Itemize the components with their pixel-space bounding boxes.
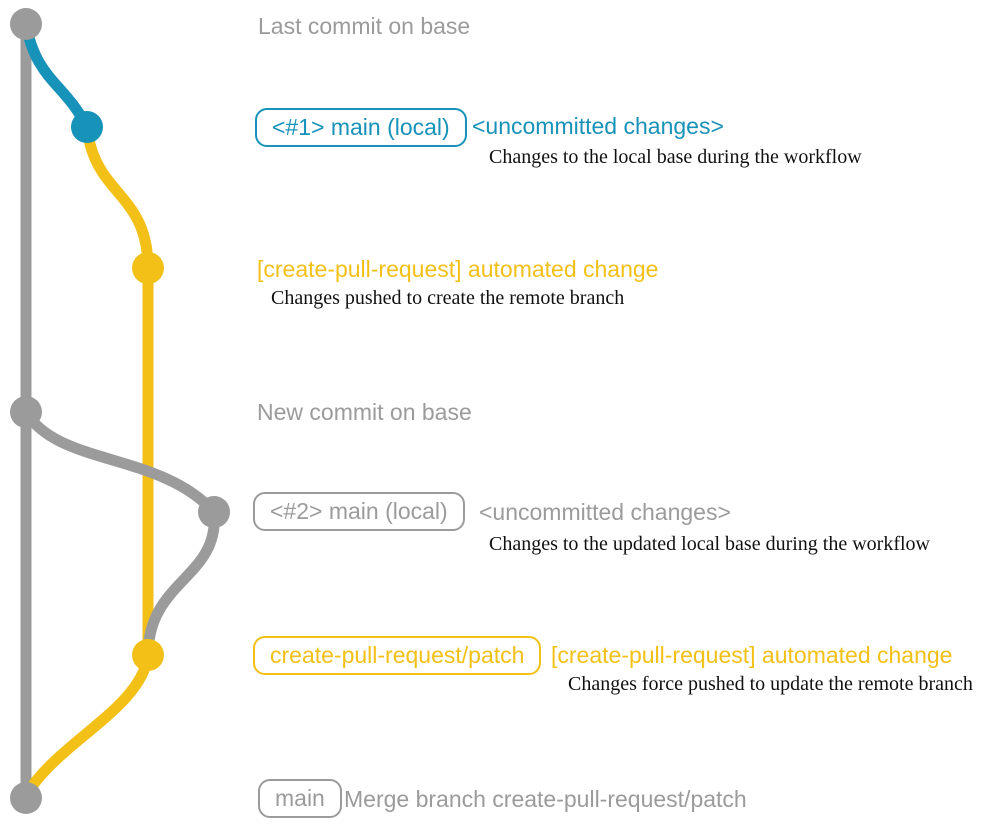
annotation-last-commit-on-base: Last commit on base xyxy=(258,13,471,39)
git-graph xyxy=(10,8,230,814)
annotation-new-commit-on-base: New commit on base xyxy=(257,399,472,425)
branch-badge-create-pull-request-patch: create-pull-request/patch xyxy=(253,636,542,675)
description-force-push-update-remote: Changes force pushed to update the remot… xyxy=(568,673,973,695)
commit-message-automated-change-2: [create-pull-request] automated change xyxy=(551,642,953,668)
commit-node-last-commit-on-base xyxy=(10,8,42,40)
branch-badge-main-local-2: <#2> main (local) xyxy=(253,492,465,531)
commit-node-patch-commit-1 xyxy=(132,252,164,284)
edge-update-to-patch-branch xyxy=(142,511,220,656)
commit-node-new-commit-on-base xyxy=(10,396,42,428)
description-local-base-changes: Changes to the local base during the wor… xyxy=(489,146,862,168)
edge-merge-patch-into-main xyxy=(22,654,154,797)
commit-node-patch-commit-2 xyxy=(132,639,164,671)
commit-message-uncommitted-2: <uncommitted changes> xyxy=(479,499,731,525)
commit-message-merge-branch: Merge branch create-pull-request/patch xyxy=(344,786,747,812)
description-updated-local-base-changes: Changes to the updated local base during… xyxy=(489,533,930,555)
edge-fork-to-main-local-1 xyxy=(20,22,92,130)
edge-fork-to-patch-branch xyxy=(81,126,154,269)
edge-fork-to-main-local-2 xyxy=(21,408,219,516)
commit-node-main-local-1 xyxy=(71,111,103,143)
commit-node-main-local-2 xyxy=(198,496,230,528)
branch-badge-main-local-1: <#1> main (local) xyxy=(255,108,467,147)
branch-badge-main: main xyxy=(258,779,342,818)
commit-message-automated-change-1: [create-pull-request] automated change xyxy=(257,256,659,282)
commit-node-merge-commit xyxy=(10,782,42,814)
commit-message-uncommitted-1: <uncommitted changes> xyxy=(472,113,724,139)
description-push-create-remote: Changes pushed to create the remote bran… xyxy=(271,287,625,309)
